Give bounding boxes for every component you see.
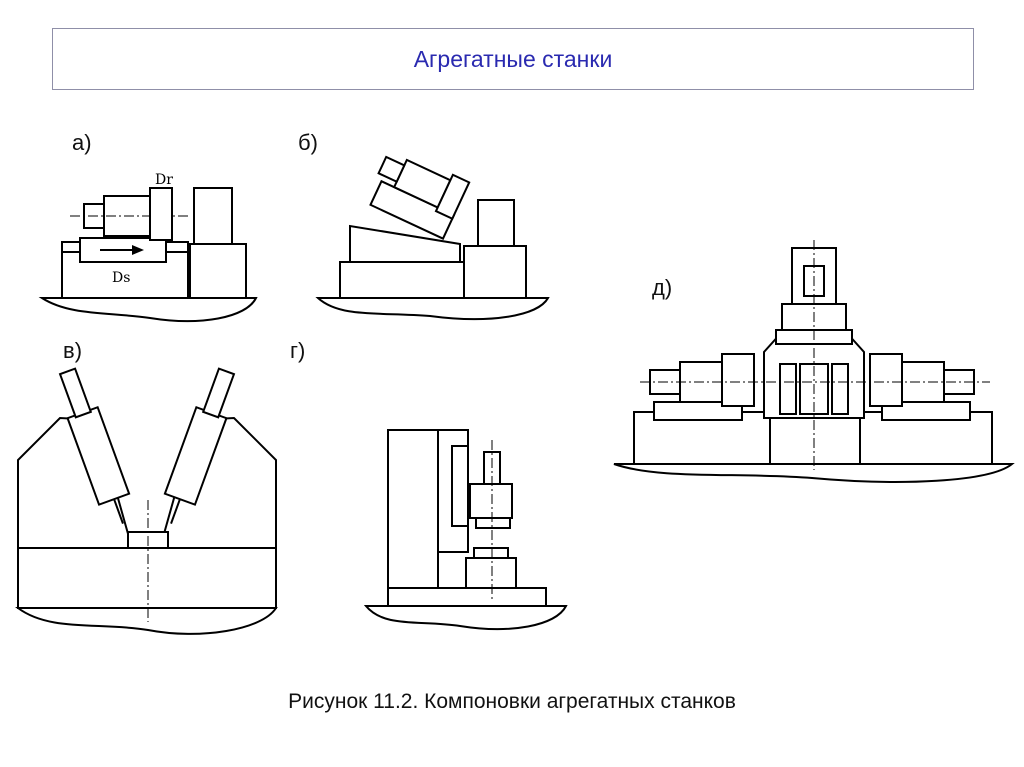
slide-title-frame: Агрегатные станки	[52, 28, 974, 90]
dr-annotation: Dr	[155, 172, 173, 188]
layout-d-left-drill-box	[721, 353, 755, 407]
figure-caption: Рисунок 11.2. Компоновки агрегатных стан…	[288, 690, 736, 713]
layout-b-drill-box	[434, 173, 471, 221]
layout-g-base	[387, 587, 547, 607]
layout-b-quill	[377, 155, 406, 184]
layout-v-right-quill	[201, 367, 236, 419]
layout-d-floor	[613, 463, 1015, 483]
layout-g	[363, 429, 568, 631]
layout-a-floor	[38, 297, 258, 323]
layout-v-right-tool	[170, 498, 181, 524]
layout-a: Dr Ds	[38, 172, 258, 323]
layout-a-column	[189, 243, 247, 299]
layout-v-left-quill	[58, 367, 93, 419]
layout-a-drill-box	[149, 187, 173, 241]
layout-g-drill-head	[475, 517, 511, 529]
layout-v-left-tool	[113, 498, 124, 524]
layout-g-floor	[363, 605, 568, 631]
layout-a-feed-arrowhead	[132, 245, 144, 255]
layout-b-column	[463, 245, 527, 299]
layout-v-floor	[14, 607, 278, 635]
layout-a-column-top	[193, 187, 233, 245]
label-a: а)	[72, 130, 92, 155]
layout-g-spindle-head	[469, 483, 513, 519]
layout-b-column-top	[477, 199, 515, 247]
layout-d-right-drill-box	[869, 353, 903, 407]
label-v: в)	[63, 338, 83, 363]
layout-b	[315, 155, 550, 321]
layout-v-base	[17, 545, 277, 609]
layout-b-floor	[315, 297, 550, 321]
layout-d-center-col-right	[831, 363, 849, 415]
layout-d-center-col-left	[779, 363, 797, 415]
layout-b-base	[339, 261, 465, 299]
ds-annotation: Ds	[112, 270, 130, 286]
layout-v	[14, 367, 278, 635]
layout-d-center-base	[769, 417, 861, 465]
layout-b-wedge	[349, 224, 461, 263]
label-b: б)	[298, 130, 318, 155]
layout-g-table	[465, 557, 517, 589]
layout-g-workpiece	[473, 547, 509, 559]
slide-title: Агрегатные станки	[413, 45, 613, 72]
layout-g-column	[387, 429, 439, 589]
label-d: д)	[652, 275, 673, 300]
label-g: г)	[290, 338, 306, 363]
layout-d	[613, 240, 1015, 483]
layout-g-guide	[451, 445, 469, 527]
